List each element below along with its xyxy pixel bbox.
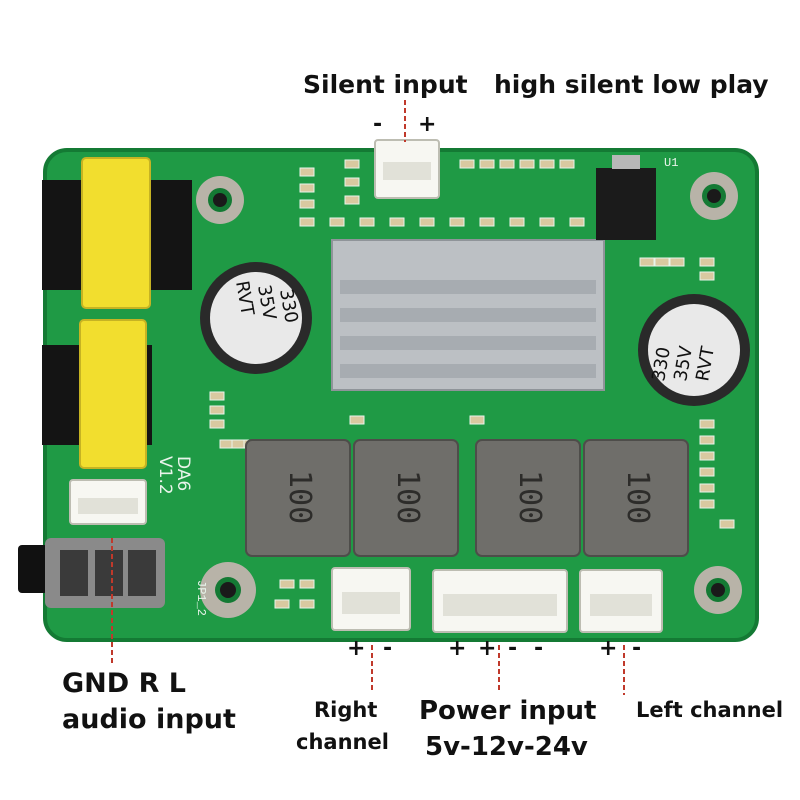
audio-jack [18, 538, 165, 608]
power-minus-1: - [508, 636, 518, 661]
audio-transformer-top [42, 157, 192, 309]
connector-left-channel [579, 569, 663, 633]
smd-part [459, 159, 475, 169]
smd-part [479, 159, 495, 169]
smd-part [509, 217, 525, 227]
audio-input-label-line2: audio input [62, 704, 236, 735]
right-plus: + [347, 636, 366, 661]
smd-part [389, 217, 405, 227]
inductor: 100 [583, 439, 689, 557]
smd-part [359, 217, 375, 227]
smd-part [299, 217, 315, 227]
right-channel-label-line2: channel [296, 730, 389, 754]
inductor-group: 100 100 100 100 [245, 439, 689, 557]
left-channel-label: Left channel [636, 698, 784, 722]
smd-part [279, 579, 295, 589]
smd-part [469, 415, 485, 425]
svg-text:U1: U1 [664, 156, 678, 170]
smd-part [344, 195, 360, 205]
smd-part [344, 177, 360, 187]
voltage-regulator: U1 [596, 155, 678, 240]
smd-part [299, 183, 315, 193]
smd-part [699, 483, 715, 493]
audio-transformer-bottom [42, 319, 152, 469]
power-plus-2: + [478, 636, 497, 661]
smd-part [349, 415, 365, 425]
smd-part [719, 519, 735, 529]
inductor-marking: 100 [390, 470, 425, 524]
connector-silent [374, 139, 440, 199]
leader-lines [111, 100, 625, 695]
smd-part [299, 167, 315, 177]
smd-part [699, 435, 715, 445]
smd-part [209, 405, 225, 415]
inductor-marking: 100 [620, 470, 655, 524]
inductor-marking: 100 [282, 470, 317, 524]
smd-part [699, 467, 715, 477]
power-input-label-line1: Power input [419, 696, 597, 726]
smd-part [209, 419, 225, 429]
mounting-hole-icon [690, 172, 738, 220]
board-version: V1.2 [155, 456, 175, 495]
silent-minus: - [373, 112, 383, 137]
capacitor-left: 330 35V RVT [200, 262, 312, 374]
power-input-label-line2: 5v-12v-24v [425, 732, 588, 762]
smd-part [274, 599, 290, 609]
connector-power [432, 569, 568, 633]
right-channel-label-line1: Right [314, 698, 378, 722]
connector-right-channel [331, 567, 411, 631]
mounting-hole-icon [694, 566, 742, 614]
audio-input-label-line1: GND R L [62, 668, 186, 699]
silent-mode-label: high silent low play [494, 70, 769, 99]
power-minus-2: - [534, 636, 544, 661]
smd-part [539, 159, 555, 169]
smd-part [559, 159, 575, 169]
mounting-hole-icon [200, 562, 256, 618]
inductor: 100 [353, 439, 459, 557]
smd-part [699, 257, 715, 267]
smd-part [669, 257, 685, 267]
silent-plus: + [418, 112, 437, 137]
smd-part [539, 217, 555, 227]
smd-part [479, 217, 495, 227]
mounting-hole-icon [196, 176, 244, 224]
inductor: 100 [475, 439, 581, 557]
left-plus: + [599, 636, 618, 661]
smd-part [329, 217, 345, 227]
smd-part [519, 159, 535, 169]
power-plus-1: + [448, 636, 467, 661]
inductor: 100 [245, 439, 351, 557]
left-minus: - [632, 636, 642, 661]
smd-part [344, 159, 360, 169]
smd-part [699, 451, 715, 461]
smd-part [654, 257, 670, 267]
smd-part [569, 217, 585, 227]
connector-cn6 [69, 479, 147, 525]
smd-part [699, 271, 715, 281]
board-model: DA6 [173, 456, 193, 491]
right-minus: - [383, 636, 393, 661]
heatsink [331, 239, 605, 391]
silent-input-label: Silent input [303, 70, 468, 99]
smd-part [699, 419, 715, 429]
smd-part [419, 217, 435, 227]
inductor-marking: 100 [512, 470, 547, 524]
smd-part [299, 199, 315, 209]
capacitor-right: 330 35V RVT [638, 294, 750, 406]
smd-part [699, 499, 715, 509]
smd-part [499, 159, 515, 169]
smd-part [449, 217, 465, 227]
smd-part [639, 257, 655, 267]
silk-jumper: JP1_2 [194, 580, 208, 616]
smd-part [209, 391, 225, 401]
smd-part [299, 579, 315, 589]
smd-components [209, 159, 735, 609]
smd-part [299, 599, 315, 609]
